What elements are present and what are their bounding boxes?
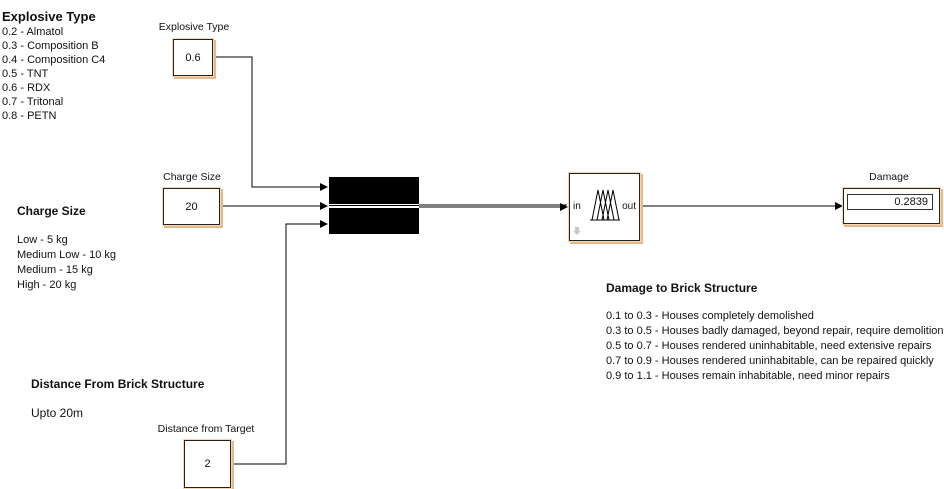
damage-legend-item: 0.9 to 1.1 - Houses remain inhabitable, … xyxy=(606,370,890,382)
charge-legend-list: Low - 5 kg Medium Low - 10 kg Medium - 1… xyxy=(17,233,116,293)
wire-explosive-type xyxy=(211,56,328,191)
explosive-legend-item: 0.2 - Almatol xyxy=(2,26,64,38)
explosive-legend-list: 0.2 - Almatol 0.3 - Composition B 0.4 - … xyxy=(2,25,105,123)
damage-block-label: Damage xyxy=(869,171,909,183)
damage-legend-item: 0.5 to 0.7 - Houses rendered uninhabitab… xyxy=(606,340,932,352)
damage-legend-title: Damage to Brick Structure xyxy=(606,281,758,295)
explosive-legend-item: 0.8 - PETN xyxy=(2,110,57,122)
damage-legend-item: 0.7 to 0.9 - Houses rendered uninhabitab… xyxy=(606,355,934,367)
explosive-type-constant-block[interactable]: 0.6 xyxy=(173,39,213,76)
fis-in-port-label: in xyxy=(573,201,581,212)
membership-functions-icon xyxy=(590,189,620,221)
explosive-legend-item: 0.7 - Tritonal xyxy=(2,96,64,108)
fuzzy-logic-controller-block[interactable]: in out xyxy=(569,173,640,241)
distance-legend-title: Distance From Brick Structure xyxy=(31,377,205,391)
charge-size-value: 20 xyxy=(185,200,198,213)
damage-display-value: 0.2839 xyxy=(847,194,933,210)
explosive-legend-item: 0.4 - Composition C4 xyxy=(2,54,106,66)
damage-display-block[interactable]: 0.2839 xyxy=(843,188,940,224)
charge-legend-item: High - 20 kg xyxy=(17,279,77,291)
distance-value: 2 xyxy=(204,458,211,470)
distance-constant-block[interactable]: 2 xyxy=(184,440,231,488)
distance-legend-note: Upto 20m xyxy=(31,406,84,420)
charge-legend-item: Low - 5 kg xyxy=(17,234,68,246)
damage-legend-item: 0.1 to 0.3 - Houses completely demolishe… xyxy=(606,310,814,322)
charge-size-constant-block[interactable]: 20 xyxy=(163,188,220,225)
distance-block-label: Distance from Target xyxy=(157,423,255,435)
charge-legend-title: Charge Size xyxy=(17,204,86,218)
explosive-legend-item: 0.6 - RDX xyxy=(2,82,51,94)
explosive-legend-title: Explosive Type xyxy=(2,9,96,24)
down-arrow-icon xyxy=(573,227,581,235)
explosive-type-block-label: Explosive Type xyxy=(158,21,230,33)
explosive-legend-item: 0.3 - Composition B xyxy=(2,40,99,52)
charge-legend-item: Medium - 15 kg xyxy=(17,264,93,276)
mux-block[interactable] xyxy=(329,177,419,234)
fis-out-port-label: out xyxy=(622,201,636,212)
damage-legend-list: 0.1 to 0.3 - Houses completely demolishe… xyxy=(606,309,944,384)
charge-legend-item: Medium Low - 10 kg xyxy=(17,249,117,261)
damage-legend-item: 0.3 to 0.5 - Houses badly damaged, beyon… xyxy=(606,325,944,337)
explosive-type-value: 0.6 xyxy=(185,51,201,64)
wire-distance xyxy=(230,220,328,465)
explosive-legend-item: 0.5 - TNT xyxy=(2,68,49,80)
charge-size-block-label: Charge Size xyxy=(163,171,221,183)
